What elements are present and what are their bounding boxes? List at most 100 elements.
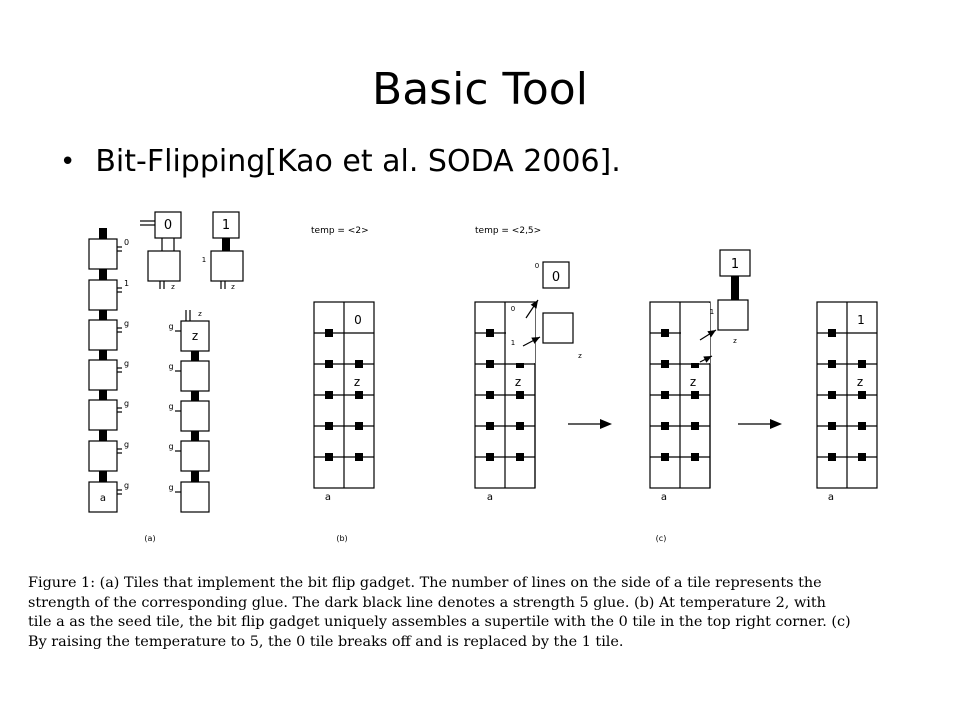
strength-5-glue	[99, 269, 107, 280]
glue-label: z	[231, 283, 235, 291]
glue-label: 1	[202, 256, 206, 264]
tile-label-a: a	[828, 492, 834, 503]
glue-label: z	[578, 352, 582, 360]
column-tile	[88, 440, 118, 472]
tile-label-one: 1	[857, 313, 865, 327]
strength-5-glue	[191, 391, 199, 401]
z-column-tile	[180, 360, 210, 392]
transition-arrow-head	[770, 419, 782, 429]
glue-label: 1	[511, 339, 515, 347]
tile-label-z: z	[515, 375, 521, 389]
glue-label: 1	[710, 308, 714, 316]
z-column-tile	[180, 440, 210, 472]
strength-5-glue	[858, 422, 866, 430]
arrow-head	[531, 337, 540, 344]
strength-5-glue	[99, 471, 107, 482]
strength-5-glue	[661, 391, 669, 399]
strength-5-glue	[828, 329, 836, 337]
glue-label: 0	[511, 305, 515, 313]
strength-5-glue	[325, 360, 333, 368]
empty-tile	[210, 250, 244, 282]
caption-line: tile a as the seed tile, the bit flip ga…	[28, 614, 851, 630]
caption-line: Figure 1: (a) Tiles that implement the b…	[28, 575, 822, 591]
empty-tile	[147, 250, 181, 282]
figure-caption: Figure 1: (a) Tiles that implement the b…	[28, 574, 944, 652]
panel-label-c: (c)	[656, 534, 667, 543]
tile-label-z: z	[690, 375, 696, 389]
transition-arrow-head	[600, 419, 612, 429]
strength-5-glue	[858, 360, 866, 368]
strength-5-glue	[516, 422, 524, 430]
strength-5-glue	[99, 310, 107, 320]
strength-5-glue	[191, 471, 199, 482]
tile-label-one: 1	[731, 257, 739, 272]
glue-label: g	[168, 442, 173, 451]
strength-5-glue	[858, 453, 866, 461]
strength-5-glue	[191, 431, 199, 441]
strength-5-glue	[486, 422, 494, 430]
strength-5-glue	[486, 360, 494, 368]
tile-label-z: z	[192, 329, 198, 343]
glue-label: g	[124, 481, 129, 490]
slide-title: Basic Tool	[372, 64, 588, 115]
glue-label: 1	[124, 279, 129, 288]
panel-label-b: (b)	[336, 534, 347, 543]
column-tile	[88, 279, 118, 311]
glue-label: g	[168, 362, 173, 371]
strength-5-glue	[486, 329, 494, 337]
z-column-tile	[180, 400, 210, 432]
tile-label-z: z	[857, 375, 863, 389]
strength-5-glue	[731, 276, 739, 300]
strength-5-glue	[486, 453, 494, 461]
tile-label-a: a	[661, 492, 667, 503]
tile-label-zero: 0	[164, 218, 172, 233]
tile-label-a: a	[100, 493, 106, 504]
strength-5-glue	[355, 453, 363, 461]
bullet-item: • Bit-Flipping[Kao et al. SODA 2006].	[60, 138, 621, 186]
strength-5-glue	[325, 453, 333, 461]
strength-5-glue	[691, 360, 699, 368]
strength-5-glue	[99, 390, 107, 400]
column-tile	[88, 359, 118, 391]
glue-label: 0	[535, 262, 539, 270]
temperature-label: temp = <2,5>	[475, 226, 541, 236]
strength-5-glue	[325, 422, 333, 430]
strength-5-glue	[691, 391, 699, 399]
strength-5-glue	[222, 238, 230, 251]
arrow-head	[530, 300, 538, 309]
caption-line: strength of the corresponding glue. The …	[28, 594, 826, 611]
strength-5-glue	[355, 422, 363, 430]
tile-label-zero: 0	[552, 270, 560, 285]
strength-5-glue	[661, 453, 669, 461]
strength-5-glue	[828, 453, 836, 461]
strength-5-glue	[516, 453, 524, 461]
glue-label: g	[168, 402, 173, 411]
caption-line: By raising the temperature to 5, the 0 t…	[28, 633, 624, 650]
glue-label: g	[124, 440, 129, 449]
column-tile	[88, 319, 118, 351]
arrow-head	[707, 330, 716, 338]
tile-label-one: 1	[222, 218, 230, 233]
removed-region	[681, 303, 710, 363]
strength-5-glue	[325, 329, 333, 337]
glue-label: g	[124, 319, 129, 328]
strength-5-glue	[691, 453, 699, 461]
column-tile	[88, 399, 118, 431]
strength-5-glue	[661, 422, 669, 430]
strength-5-glue	[325, 391, 333, 399]
tile-label-z: z	[354, 375, 360, 389]
glue-label: g	[124, 399, 129, 408]
glue-label: g	[168, 322, 173, 331]
bit-tile-zero	[542, 261, 570, 289]
tile-label-zero: 0	[354, 313, 362, 327]
glue-label: z	[171, 283, 175, 291]
bullet-dot-icon: •	[60, 147, 76, 177]
temperature-label: temp = <2>	[311, 226, 369, 236]
tile-label-a: a	[487, 492, 493, 503]
glue-label: 0	[124, 238, 129, 247]
strength-5-glue	[486, 391, 494, 399]
strength-5-glue	[828, 360, 836, 368]
glue-label: z	[198, 310, 202, 318]
